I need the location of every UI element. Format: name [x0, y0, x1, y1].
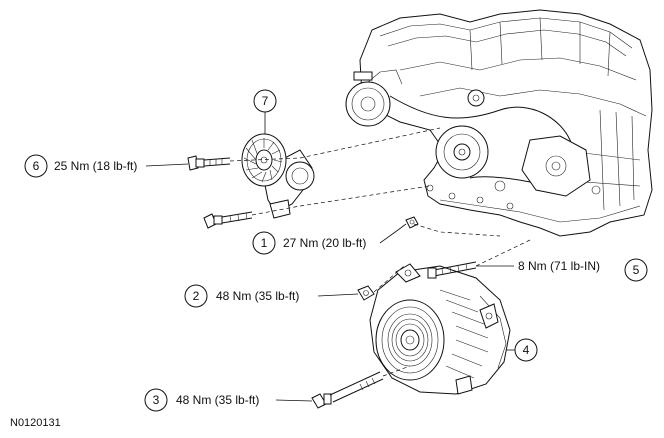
tensioner-upper-bolt — [187, 155, 231, 171]
callout-6-torque: 25 Nm (18 lb-ft) — [54, 159, 137, 173]
callout-5-torque: 8 Nm (71 lb-IN) — [518, 259, 600, 273]
mounting-nut-1 — [405, 216, 419, 229]
callout-4: 4 — [506, 338, 538, 362]
callout-1: 1 27 Nm (20 lb-ft) — [252, 223, 407, 255]
generator-stud — [427, 261, 477, 279]
callout-3: 3 48 Nm (35 lb-ft) — [144, 388, 313, 412]
callout-5-number: 5 — [633, 263, 640, 277]
generator-bolt — [311, 371, 384, 409]
callout-6: 6 25 Nm (18 lb-ft) — [24, 154, 189, 178]
callout-7-number: 7 — [262, 94, 269, 108]
generator-nut — [357, 285, 375, 301]
callout-5: 5 8 Nm (71 lb-IN) — [476, 258, 648, 282]
engine-block — [345, 9, 653, 237]
callout-3-number: 3 — [153, 393, 160, 407]
generator — [369, 263, 511, 395]
callout-7: 7 — [253, 89, 277, 134]
tensioner-lower-bolt — [203, 211, 253, 229]
callout-1-number: 1 — [261, 236, 268, 250]
callout-2: 2 48 Nm (35 lb-ft) — [184, 284, 359, 308]
callout-2-number: 2 — [193, 289, 200, 303]
callout-1-torque: 27 Nm (20 lb-ft) — [283, 236, 366, 250]
callout-3-torque: 48 Nm (35 lb-ft) — [176, 393, 259, 407]
callout-4-number: 4 — [523, 343, 530, 357]
callout-2-torque: 48 Nm (35 lb-ft) — [216, 289, 299, 303]
callout-6-number: 6 — [33, 159, 40, 173]
alignment-lines — [229, 127, 531, 377]
belt-tensioner — [241, 133, 315, 219]
figure-id: N0120131 — [10, 417, 61, 429]
